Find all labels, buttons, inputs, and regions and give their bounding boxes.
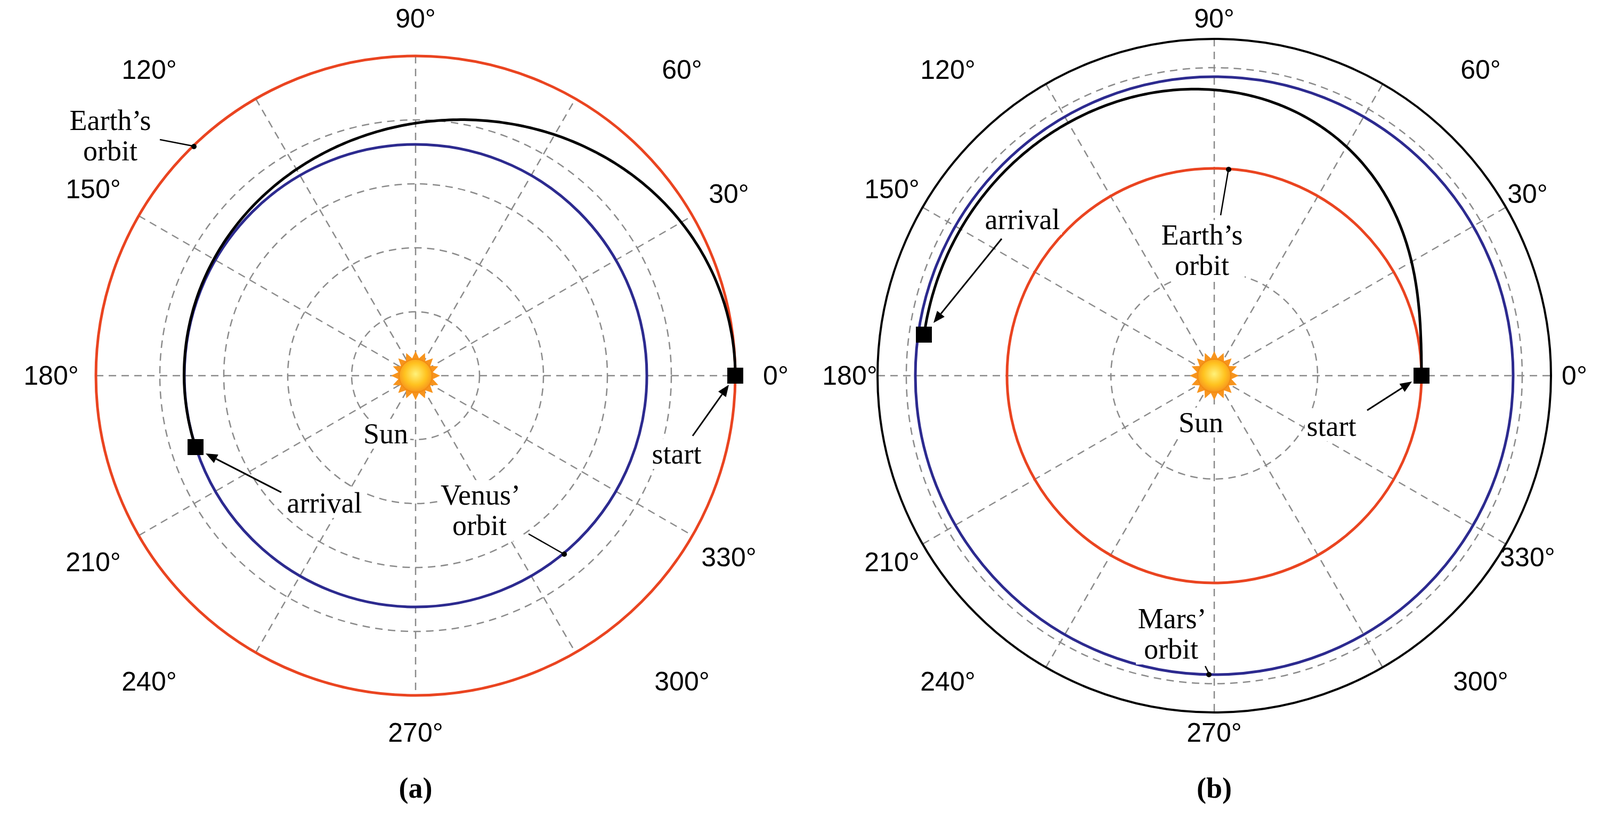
venus-orbit — [184, 144, 647, 607]
leader-line — [1205, 666, 1209, 673]
orbit-label: Venus’ orbit — [438, 480, 521, 541]
leader-line — [528, 533, 564, 554]
angle-label: 300° — [654, 667, 710, 697]
angle-label: 0° — [1561, 361, 1588, 391]
arrival-marker — [187, 439, 204, 456]
leader-dot — [191, 143, 197, 150]
sun-icon — [399, 359, 433, 393]
plot-boundary — [877, 38, 1551, 713]
angle-label: 0° — [762, 361, 789, 391]
leader-dot — [561, 551, 567, 557]
angle-label: 270° — [1186, 718, 1242, 748]
leader-line — [159, 139, 193, 146]
grid-line — [138, 215, 693, 536]
arrow-head — [1399, 381, 1412, 393]
earth-orbit — [95, 55, 736, 696]
angle-label: 150° — [864, 174, 920, 205]
orbit-label: Earth’s orbit — [1159, 220, 1246, 281]
earth-orbit — [1006, 168, 1422, 583]
polar-grid — [877, 38, 1551, 713]
sun-rays — [1189, 351, 1239, 401]
angle-label: 150° — [65, 174, 121, 205]
point-label: arrival — [983, 204, 1063, 235]
pointer-arrow — [940, 238, 1002, 314]
angle-label: 180° — [822, 361, 877, 391]
angle-label: 90° — [395, 4, 436, 34]
pointer-arrow — [692, 394, 722, 436]
leader-dot — [1206, 671, 1212, 678]
angle-label: 240° — [920, 667, 976, 697]
sun-label: Sun — [1176, 407, 1226, 438]
point-label: arrival — [285, 488, 365, 519]
leader-dot — [1225, 166, 1232, 173]
panel-label: (b) — [1196, 772, 1232, 804]
polar-grid — [95, 55, 736, 696]
angle-label: 210° — [864, 547, 920, 578]
sun-rays — [391, 351, 441, 401]
arrow-head — [933, 310, 945, 323]
start-marker — [1413, 367, 1430, 384]
leader-line — [1220, 171, 1229, 216]
angle-label: 120° — [121, 55, 177, 85]
angle-label: 120° — [920, 55, 976, 85]
angle-label: 300° — [1452, 667, 1508, 697]
pointer-arrow — [216, 458, 282, 493]
angle-label: 270° — [387, 718, 443, 748]
angle-label: 90° — [1194, 4, 1235, 34]
grid-line — [255, 98, 576, 653]
grid-circle — [1006, 168, 1422, 583]
sun-icon — [1197, 359, 1231, 393]
transfer-trajectory — [183, 119, 736, 448]
sun-label: Sun — [361, 418, 411, 450]
grid-circle — [1110, 272, 1318, 479]
angle-label: 30° — [708, 179, 750, 209]
angle-label: 210° — [65, 547, 121, 578]
transfer-trajectory — [923, 88, 1422, 376]
panel-label: (a) — [399, 772, 433, 804]
angle-label: 330° — [701, 542, 757, 573]
mars-orbit — [915, 76, 1514, 675]
point-label: start — [650, 439, 704, 470]
orbit-label: Mars’ orbit — [1135, 603, 1207, 664]
point-label: start — [1304, 411, 1359, 442]
orbit-label: Earth’s orbit — [67, 105, 154, 166]
angle-label: 240° — [121, 667, 177, 697]
start-marker — [727, 367, 744, 384]
pointer-arrow — [1367, 387, 1403, 411]
angle-label: 330° — [1499, 542, 1555, 573]
angle-label: 60° — [661, 55, 703, 85]
angle-label: 30° — [1507, 179, 1548, 209]
grid-line — [1045, 84, 1383, 668]
grid-line — [922, 207, 1507, 544]
angle-label: 180° — [23, 361, 79, 391]
angle-label: 60° — [1460, 55, 1501, 85]
arrow-head — [718, 384, 729, 397]
arrow-head — [205, 453, 219, 464]
arrival-marker — [915, 326, 932, 343]
